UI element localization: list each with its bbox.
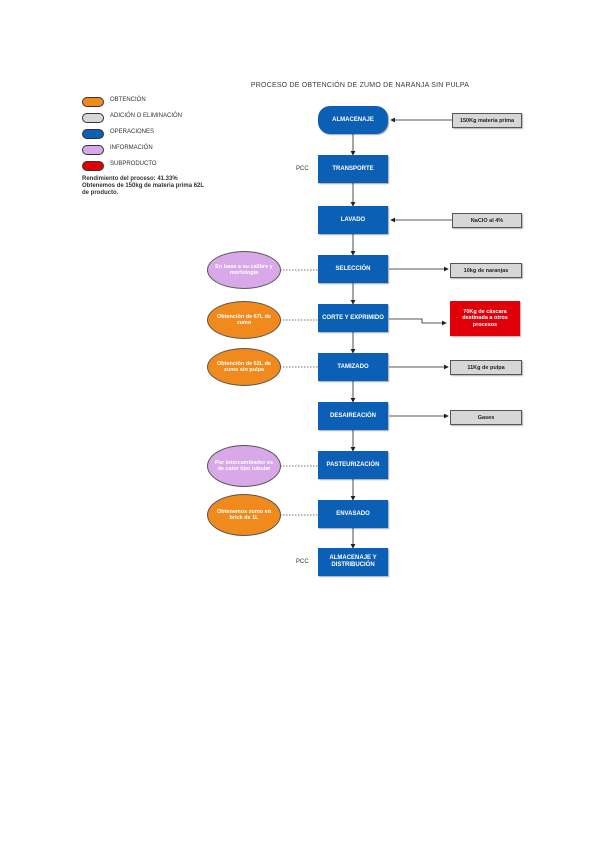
obtention-oval-62l: Obtención de 62L de zumo sin pulpa [207,348,281,386]
legend-label: SUBPRODUCTO [110,161,157,167]
obtention-oval-67l: Obtención de 67L de zumo [207,301,281,339]
legend-swatch [82,97,104,107]
operation-desaireacion: DESAIREACIÓN [318,402,388,430]
legend-swatch [82,145,104,155]
info-oval-calibre: En base a su calibre y morfología [207,251,281,289]
operation-pasteurizacion: PASTEURIZACIÓN [318,451,388,479]
legend-swatch [82,113,104,123]
pcc-label: PCC [296,559,309,565]
legend-label: INFORMACIÓN [110,145,153,151]
operation-almacenaje-distribucion: ALMACENAJE Y DISTRIBUCIÓN [318,548,388,576]
legend-label: OPERACIONES [110,129,155,135]
info-oval-intercambiador: Por intercambiador es de calor tipo tubu… [207,445,281,487]
output-gases: Gases [450,410,522,425]
pcc-label: PCC [296,166,309,172]
yield-note: Rendimiento del proceso: 41.33% Obtenemo… [82,176,204,196]
legend-label: OBTENCIÓN [110,97,146,103]
output-naranjas: 10kg de naranjas [450,263,522,278]
operation-seleccion: SELECCIÓN [318,255,388,283]
input-naclo: NaClO al 4% [452,213,522,228]
operation-tamizado: TAMIZADO [318,353,388,381]
operation-envasado: ENVASADO [318,500,388,528]
byproduct-cascara: 70Kg de cáscara destinada a otros proces… [450,301,520,336]
legend-swatch [82,161,104,171]
operation-lavado: LAVADO [318,206,388,234]
output-arrow [389,318,447,326]
output-pulpa: 11Kg de pulpa [450,360,522,375]
obtention-oval-brick: Obtenemos zumo en brick de 1L [207,494,281,536]
operation-transporte: TRANSPORTE [318,155,388,183]
legend-swatch [82,129,104,139]
page-title: PROCESO DE OBTENCIÓN DE ZUMO DE NARANJA … [250,82,470,89]
operation-almacenaje: ALMACENAJE [318,106,388,134]
operation-corte-exprimido: CORTE Y EXPRIMIDO [318,304,388,332]
legend-label: ADICIÓN O ELIMINACIÓN [110,113,183,119]
input-materia-prima: 150Kg materia prima [452,113,522,128]
